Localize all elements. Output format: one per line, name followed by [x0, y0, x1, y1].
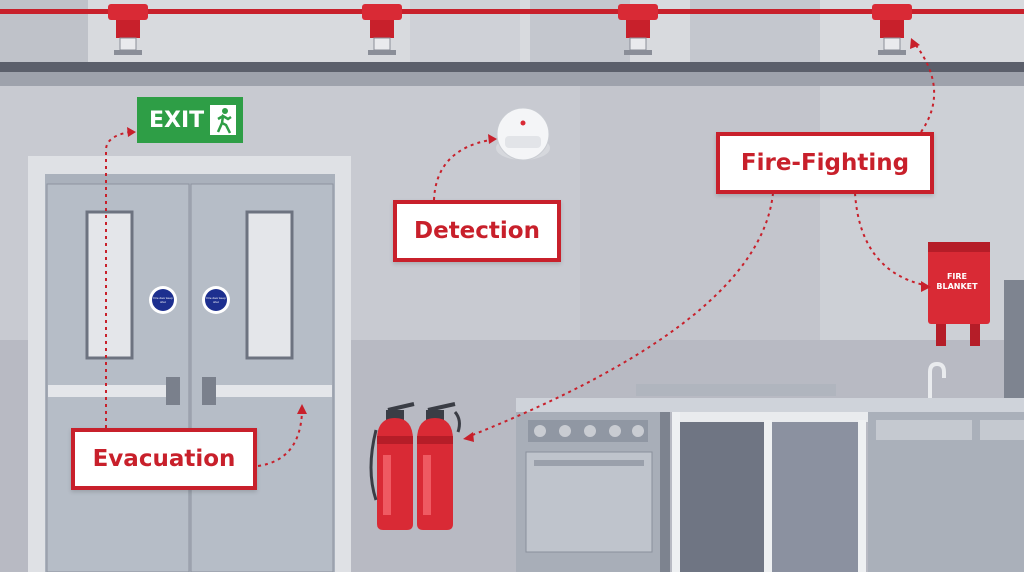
exit-sign: EXIT	[137, 97, 243, 143]
fire-blanket-icon	[928, 242, 990, 346]
callout-evacuation: Evacuation	[71, 428, 257, 490]
sprinkler-icon	[108, 4, 148, 55]
double-fire-door	[28, 156, 351, 572]
sprinkler-pipe	[0, 9, 1024, 14]
arrowheads	[127, 38, 931, 442]
sprinkler-icon	[362, 4, 402, 55]
callout-fire-fighting: Fire-Fighting	[716, 132, 934, 194]
smoke-detector-icon	[496, 107, 550, 161]
fire-door-sign: Fire door keep shut	[205, 289, 227, 311]
exit-label: EXIT	[149, 107, 205, 133]
exit-running-man-icon	[210, 105, 237, 135]
kitchen-counter	[516, 280, 1024, 572]
fire-extinguisher-icon	[417, 402, 461, 530]
callout-detection: Detection	[393, 200, 561, 262]
fire-extinguisher-icon	[369, 402, 415, 530]
fire-door-sign: Fire door keep shut	[152, 289, 174, 311]
sprinkler-icon	[872, 4, 912, 55]
ceiling-beam	[0, 62, 1024, 72]
sprinkler-icon	[618, 4, 658, 55]
arrow-paths	[105, 43, 936, 467]
fire-blanket-label: FIRE BLANKET	[936, 272, 978, 291]
